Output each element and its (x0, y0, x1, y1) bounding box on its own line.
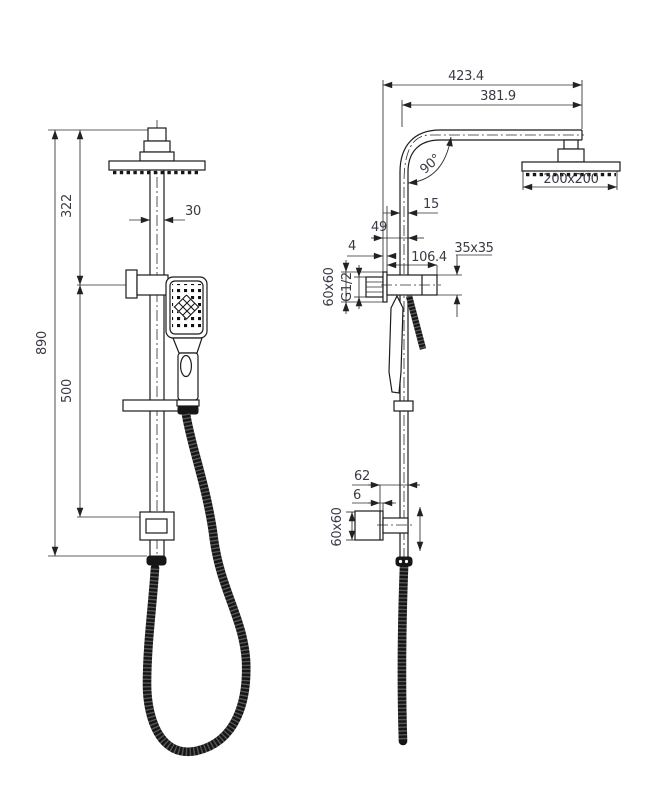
dim-total-width: 423.4 (448, 69, 484, 84)
dim-upper-section: 322 (60, 194, 75, 218)
front-hose (142, 409, 251, 757)
front-view: 890 322 500 30 (35, 120, 251, 757)
dim-bend-angle: 90° (417, 151, 444, 177)
dim-upper-flange-size: 60x60 (322, 267, 337, 306)
side-rain-head (521, 139, 621, 177)
side-riser-and-arm (399, 129, 583, 557)
dim-overall-height: 890 (35, 331, 50, 355)
front-extension-lines (48, 129, 148, 557)
dim-bracket-projection: 106.4 (411, 250, 447, 265)
dim-pipe-depth: 15 (423, 197, 439, 212)
front-hand-shower (165, 276, 208, 415)
side-centerline (403, 134, 584, 578)
side-hose (395, 556, 413, 746)
side-dimension-lines (342, 81, 617, 551)
angle-arc (407, 136, 453, 186)
dim-arm-projection: 381.9 (480, 89, 516, 104)
side-hand-shower-profile (388, 294, 427, 412)
dim-plate-thickness: 4 (348, 239, 356, 254)
front-pipe-outlet-nut (146, 555, 167, 566)
dim-clamp-size: 35x35 (454, 241, 493, 256)
dim-lower-section: 500 (60, 379, 75, 403)
front-hand-shower-center-pattern (173, 294, 200, 320)
dim-lower-flange-size: 60x60 (330, 507, 345, 546)
side-upper-bracket (365, 271, 441, 303)
dim-inlet-thread: G1/2 (340, 272, 355, 302)
dim-wall-to-pipe: 49 (371, 220, 387, 235)
side-lower-bracket (354, 510, 412, 541)
dim-lower-plate-thickness: 6 (353, 488, 361, 503)
dim-pipe-width: 30 (185, 204, 201, 219)
dim-head-size: 200x200 (543, 172, 598, 187)
thread-lines (366, 281, 383, 293)
front-riser-pipe (149, 170, 165, 556)
front-hand-shower-neck (172, 337, 203, 354)
front-rain-head (108, 127, 206, 175)
front-lower-bracket (139, 511, 175, 541)
front-upper-bracket (125, 269, 169, 299)
front-dimension-lines (51, 130, 185, 556)
side-view: 423.4 381.9 90° 200x200 15 49 4 106.4 35… (322, 69, 621, 746)
dim-lower-bracket-projection: 62 (354, 469, 370, 484)
front-hand-shower-button (180, 354, 193, 378)
side-slide-ring (393, 400, 414, 412)
